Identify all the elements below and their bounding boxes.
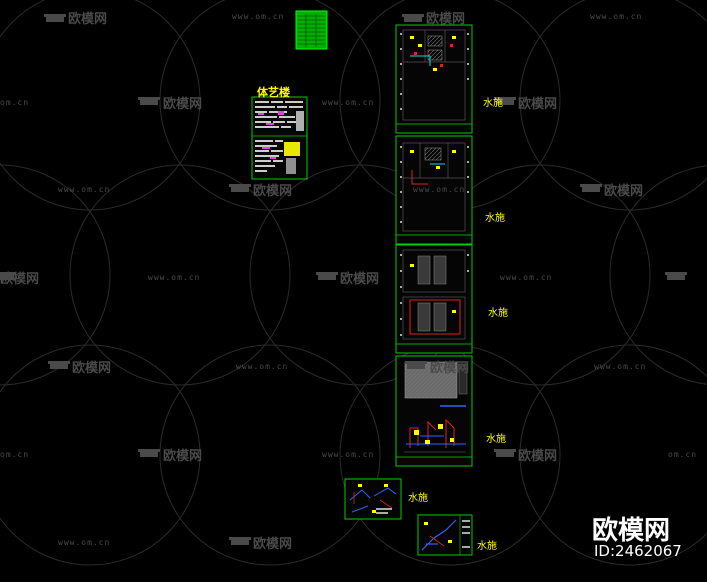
watermark-url: www.om.cn xyxy=(594,362,647,371)
watermark-url: www.om.cn xyxy=(58,538,111,547)
watermark-url: om.cn xyxy=(668,450,698,459)
sheet-thumbnail-index[interactable] xyxy=(295,10,328,50)
watermark-url: www.om.cn xyxy=(413,185,466,194)
sheet-design-notes[interactable] xyxy=(251,96,308,180)
watermark-url: www.om.cn xyxy=(148,273,201,282)
watermark-brand: 欧模网 xyxy=(430,361,470,376)
watermark-url: om.cn xyxy=(0,98,30,107)
watermark-brand: 欧模网 xyxy=(340,272,380,287)
sheet-roof-and-system[interactable] xyxy=(395,355,473,467)
water-label: 水施 xyxy=(477,541,497,552)
watermark-url: www.om.cn xyxy=(58,185,111,194)
watermark-brand: 欧模网 xyxy=(253,537,293,552)
watermark-brand: 欧模网 xyxy=(518,449,558,464)
watermark-brand: 欧模网 xyxy=(72,361,112,376)
watermark-url: om.cn xyxy=(0,450,30,459)
water-label: 水施 xyxy=(408,493,428,504)
water-label: 水施 xyxy=(488,308,508,319)
watermark-brand: 欧模网 xyxy=(68,12,108,27)
watermark-brand: 欧模网 xyxy=(253,184,293,199)
water-label: 水施 xyxy=(485,213,505,224)
sheet-title-label: 体艺楼 xyxy=(257,86,290,99)
brand-logo-text: 欧模网 xyxy=(592,516,671,546)
watermark-brand: 欧模网 xyxy=(604,184,644,199)
watermark-sofa-icons xyxy=(0,14,687,545)
water-label: 水施 xyxy=(486,434,506,445)
watermark-brand: 欧模网 xyxy=(518,97,558,112)
sheet-system-diagram-1[interactable] xyxy=(344,478,402,520)
sheet-system-diagram-2[interactable] xyxy=(417,514,473,556)
sheet-floor-plan-2[interactable] xyxy=(395,135,473,245)
brand-id: ID:2462067 xyxy=(594,542,682,560)
watermark-brand: 欧模网 xyxy=(163,449,203,464)
watermark-brand: 欧模网 xyxy=(0,272,40,287)
watermark-url: www.om.cn xyxy=(232,12,285,21)
watermark-url: www.om.cn xyxy=(590,12,643,21)
sheet-floor-plan-3[interactable] xyxy=(395,244,473,354)
sheet-floor-plan-1[interactable] xyxy=(395,24,473,134)
water-label: 水施 xyxy=(483,98,503,109)
watermark-url: www.om.cn xyxy=(322,450,375,459)
watermark-brand: 欧模网 xyxy=(163,97,203,112)
watermark-url: www.om.cn xyxy=(500,273,553,282)
watermark-url: www.om.cn xyxy=(236,362,289,371)
watermark-brand: 欧模网 xyxy=(426,12,466,27)
watermark-url: www.om.cn xyxy=(322,98,375,107)
